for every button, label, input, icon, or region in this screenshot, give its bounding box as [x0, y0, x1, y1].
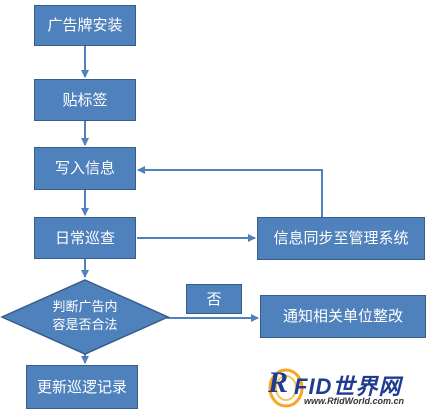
judge-label-line1: 判断广告内	[52, 300, 118, 316]
node-write-info: 写入信息	[34, 147, 136, 190]
arrow-sync-to-write	[137, 166, 323, 217]
node-stick-label: 贴标签	[34, 79, 136, 121]
rfidworld-logo: R FID世界网 www.RfidWorld.com.cn	[268, 366, 428, 412]
node-write-info-label: 写入信息	[54, 159, 115, 178]
logo-ring-icon	[268, 368, 304, 408]
logo-url: www.RfidWorld.com.cn	[304, 396, 405, 406]
node-daily-patrol-label: 日常巡查	[54, 228, 115, 247]
node-update-record-label: 更新巡逻记录	[36, 377, 127, 396]
node-update-record: 更新巡逻记录	[26, 365, 138, 409]
node-sync-system-label: 信息同步至管理系统	[273, 229, 409, 248]
judge-label: 判断广告内 容是否合法	[30, 294, 140, 340]
node-install-label: 广告牌安装	[47, 16, 123, 35]
logo-r-letter: R	[268, 366, 289, 399]
judge-diamond	[0, 279, 170, 355]
node-install: 广告牌安装	[34, 5, 136, 46]
node-notify-unit: 通知相关单位整改	[260, 295, 426, 338]
node-daily-patrol: 日常巡查	[34, 217, 136, 259]
judge-label-line2: 容是否合法	[52, 318, 118, 333]
node-stick-label-text: 贴标签	[62, 90, 108, 109]
node-sync-system: 信息同步至管理系统	[257, 217, 425, 260]
no-label: 否	[206, 289, 222, 308]
logo-text: FID世界网	[294, 374, 402, 399]
no-label-box: 否	[186, 284, 242, 314]
node-notify-unit-label: 通知相关单位整改	[282, 307, 403, 326]
